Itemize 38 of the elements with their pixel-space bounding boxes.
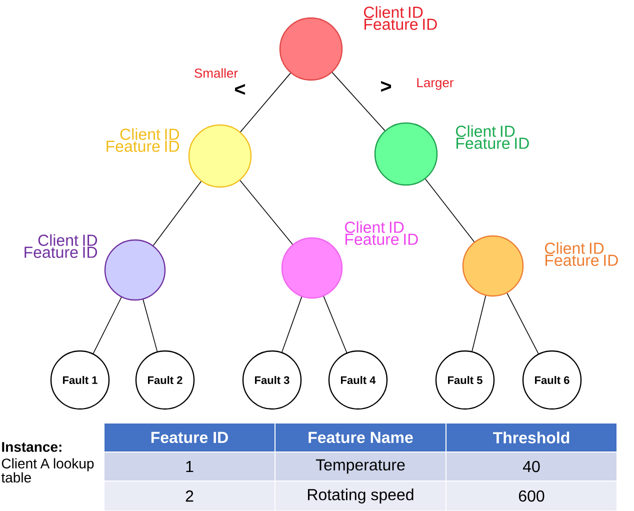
tree-branch xyxy=(472,295,486,352)
node-caption: Client ID Feature ID xyxy=(456,125,529,149)
tree-node-circle xyxy=(279,17,343,81)
tree-branch xyxy=(425,178,475,242)
table-header-cell: Feature Name xyxy=(274,422,446,452)
tree-node-circle xyxy=(281,237,343,299)
less-than-sign: < xyxy=(235,84,246,95)
node-caption: Client ID Feature ID xyxy=(24,234,98,258)
table-cell: 600 xyxy=(446,480,618,511)
tree-branch xyxy=(506,292,539,354)
node-caption: Client ID Feature ID xyxy=(106,128,180,152)
node-caption: Client ID Feature ID xyxy=(364,6,437,30)
table-header-cell: Threshold xyxy=(446,422,618,452)
tree-branch xyxy=(240,180,293,245)
comparison-label: Smaller xyxy=(194,68,238,78)
instance-label: Instance: xyxy=(2,442,62,452)
tree-branch xyxy=(142,299,158,352)
node-caption: Client ID Feature ID xyxy=(345,221,418,245)
tree-node-circle xyxy=(104,239,166,301)
tree-node-circle xyxy=(188,124,252,188)
tree-branch xyxy=(282,296,302,353)
tree-branch xyxy=(92,296,122,354)
tree-node-circle xyxy=(462,235,524,297)
table-cell: 2 xyxy=(104,480,276,511)
tree-branch xyxy=(332,72,386,131)
tree-node-circle xyxy=(374,122,438,186)
greater-than-sign: > xyxy=(381,81,392,92)
tree-branch xyxy=(240,72,291,132)
comparison-label: Larger xyxy=(417,78,454,90)
table-cell: 40 xyxy=(446,452,618,482)
node-caption: Client ID Feature ID xyxy=(545,242,618,266)
table-cell: 1 xyxy=(104,452,276,482)
tree-branch xyxy=(152,180,202,246)
table-cell: Rotating speed xyxy=(274,480,446,511)
table-header-cell: Feature ID xyxy=(104,422,276,452)
tree-branch xyxy=(323,296,348,354)
instance-note: Client A lookup table xyxy=(1,458,94,483)
table-cell: Temperature xyxy=(274,452,446,482)
